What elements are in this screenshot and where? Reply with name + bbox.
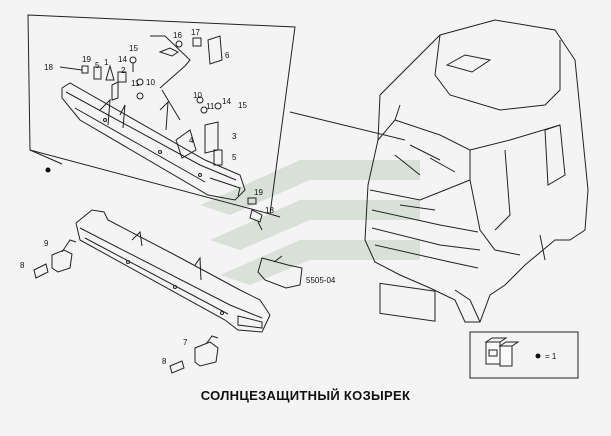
callout-5b: 5: [232, 153, 237, 162]
callout-11: 11: [131, 79, 140, 88]
detail-frame: [27, 14, 296, 218]
callout-14: 14: [118, 55, 127, 64]
callout-17: 17: [191, 28, 200, 37]
legend-equals: = 1: [545, 352, 557, 361]
callout-10b: 10: [193, 91, 202, 100]
callout-16: 16: [173, 31, 182, 40]
lower-sun-visor: [75, 209, 271, 333]
legend-box: [469, 331, 579, 379]
callout-15: 15: [129, 44, 138, 53]
callout-8b: 8: [162, 357, 167, 366]
callout-8: 8: [20, 261, 25, 270]
callout-11b: 11: [206, 102, 215, 111]
callout-3: 3: [232, 132, 237, 141]
bullet-marker: [45, 167, 51, 173]
bracket-left: [33, 239, 77, 279]
diagram-title: СОЛНЦЕЗАЩИТНЫЙ КОЗЫРЕК: [200, 388, 411, 403]
callout-15b: 15: [238, 101, 247, 110]
callout-4: 4: [189, 136, 194, 145]
callout-9: 9: [44, 239, 49, 248]
callout-labels: 18 19 5 1 2 14 15 11 10 16 17 6 10 11 14…: [20, 28, 274, 366]
callout-1: 1: [104, 58, 109, 67]
callout-7: 7: [183, 338, 188, 347]
callout-10: 10: [146, 78, 155, 87]
leader-line: [289, 111, 406, 141]
callout-2: 2: [121, 66, 126, 75]
upper-hardware: [59, 35, 223, 166]
callout-19: 19: [82, 55, 91, 64]
callout-6: 6: [225, 51, 230, 60]
callout-18b: 18: [265, 206, 274, 215]
callout-14b: 14: [222, 97, 231, 106]
front-plate: [257, 255, 303, 289]
callout-19b: 19: [254, 188, 263, 197]
diagram-code: 5505-04: [306, 276, 336, 285]
bolt-parts-lower: [247, 197, 263, 231]
callout-18: 18: [44, 63, 53, 72]
upper-sun-visor: [61, 82, 246, 201]
callout-5: 5: [95, 61, 100, 70]
truck-cab: [364, 19, 589, 323]
legend-bullet: [535, 353, 541, 359]
bracket-bottom: [169, 335, 219, 374]
